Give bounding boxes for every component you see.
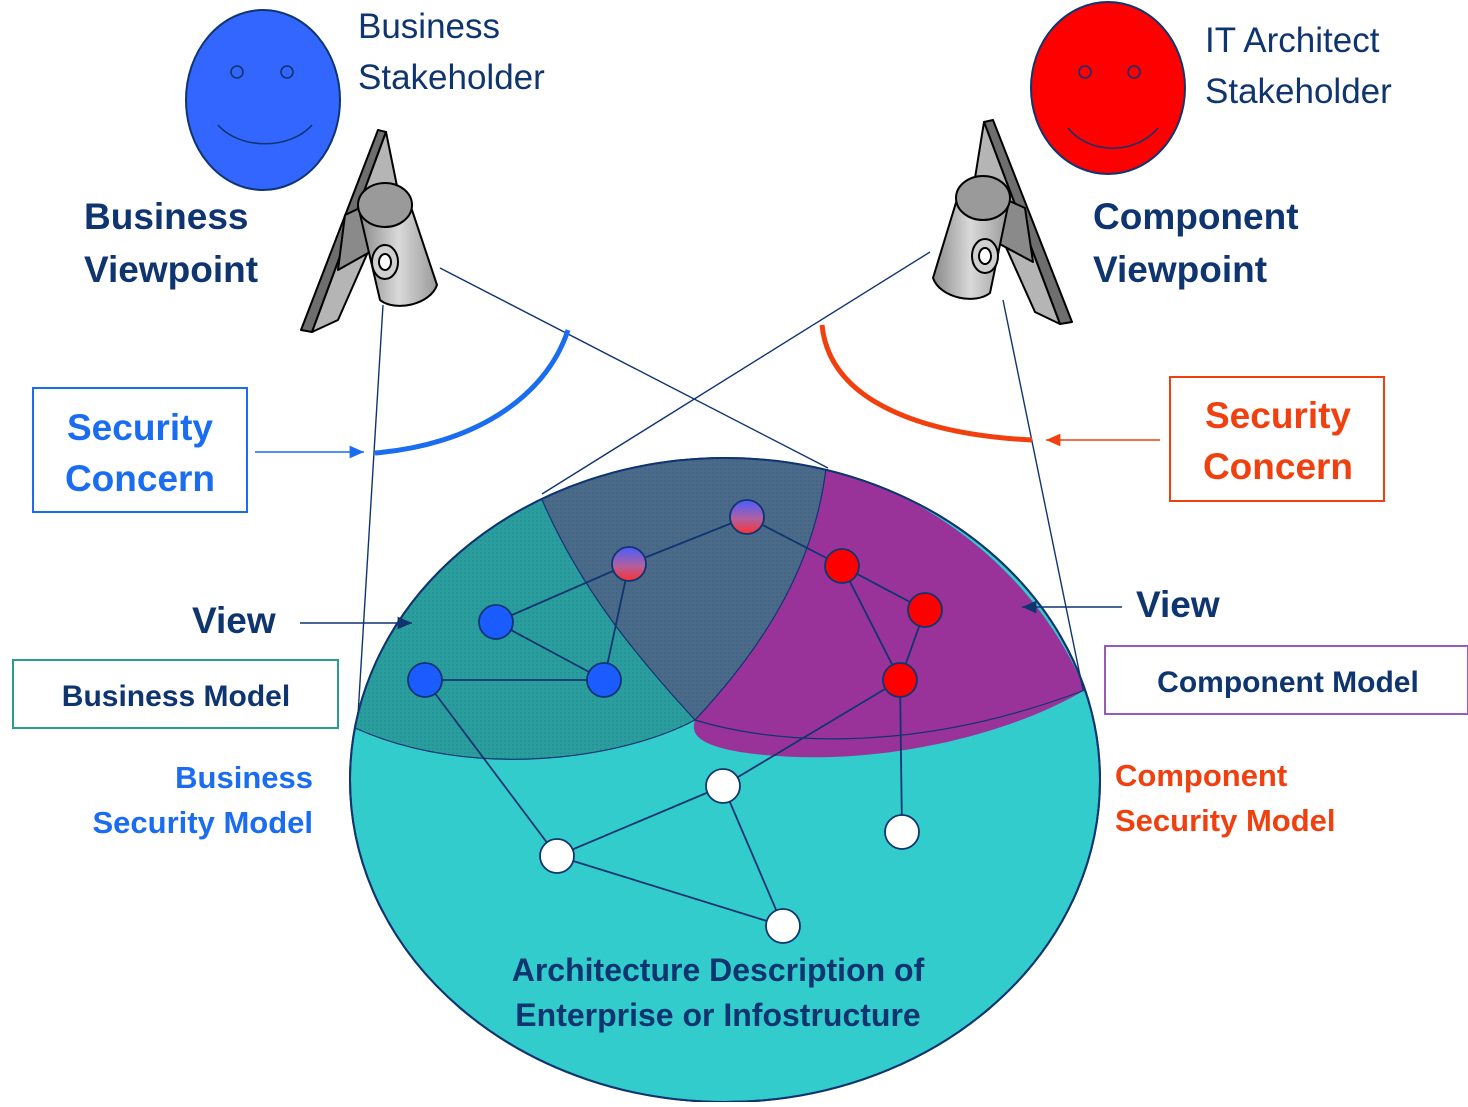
business-concern-box <box>32 387 248 513</box>
svg-text:Concern: Concern <box>1203 446 1353 487</box>
component-concern-arc <box>819 324 1033 443</box>
svg-text:Security Model: Security Model <box>93 805 314 840</box>
svg-text:Security: Security <box>67 407 213 448</box>
component-view-label: View <box>1136 584 1220 625</box>
graph-node <box>407 662 443 698</box>
component-concern-box <box>1169 376 1385 502</box>
business-model-label: Business Model <box>62 680 290 713</box>
svg-text:Concern: Concern <box>65 458 215 499</box>
component-security-model-label: Component Security Model <box>1115 758 1336 838</box>
it-stakeholder-label: IT Architect Stakeholder <box>1205 21 1392 111</box>
business-stakeholder-label: Business Stakeholder <box>358 7 545 97</box>
svg-text:Stakeholder: Stakeholder <box>1205 72 1392 111</box>
graph-nodes <box>407 499 943 944</box>
svg-text:Business: Business <box>84 196 249 237</box>
component-model-box <box>1104 645 1468 715</box>
graph-node <box>765 908 801 944</box>
business-concern-label: Security Concern <box>65 407 215 499</box>
graph-node <box>907 592 943 628</box>
svg-text:Architecture Description of: Architecture Description of <box>512 952 925 988</box>
business-concern-arc <box>374 329 571 456</box>
svg-text:Viewpoint: Viewpoint <box>1093 249 1267 290</box>
component-viewpoint-label: Component Viewpoint <box>1093 196 1299 290</box>
component-model-label: Component Model <box>1157 666 1419 699</box>
svg-text:Enterprise or Infostructure: Enterprise or Infostructure <box>515 997 920 1033</box>
svg-text:Viewpoint: Viewpoint <box>84 249 258 290</box>
svg-text:Business: Business <box>358 7 500 46</box>
svg-text:Component: Component <box>1093 196 1299 237</box>
viewing-lines <box>357 251 1084 716</box>
business-viewpoint-label: Business Viewpoint <box>84 196 258 290</box>
graph-node <box>729 499 765 535</box>
graph-node <box>884 814 920 850</box>
architecture-description-label: Architecture Description of Enterprise o… <box>512 952 925 1033</box>
graph-node <box>611 546 647 582</box>
business-model-box <box>12 659 339 729</box>
graph-node <box>824 548 860 584</box>
svg-text:Security Model: Security Model <box>1115 803 1336 838</box>
svg-text:Component: Component <box>1115 758 1287 793</box>
business-view-label: View <box>192 600 276 641</box>
smiley-face-icon <box>185 9 341 191</box>
svg-text:Stakeholder: Stakeholder <box>358 58 545 97</box>
graph-node <box>705 768 741 804</box>
camera-icon <box>932 119 1073 325</box>
view-regions <box>350 458 1086 760</box>
component-concern-label: Security Concern <box>1203 395 1353 487</box>
graph-node <box>586 662 622 698</box>
graph-node <box>478 604 514 640</box>
smiley-face-icon <box>1030 1 1186 175</box>
svg-text:Business: Business <box>175 760 313 795</box>
graph-node <box>882 662 918 698</box>
business-security-model-label: Business Security Model <box>93 760 314 840</box>
svg-text:IT Architect: IT Architect <box>1205 21 1380 60</box>
graph-node <box>539 838 575 874</box>
svg-text:Security: Security <box>1205 395 1351 436</box>
camera-icon <box>300 129 438 333</box>
